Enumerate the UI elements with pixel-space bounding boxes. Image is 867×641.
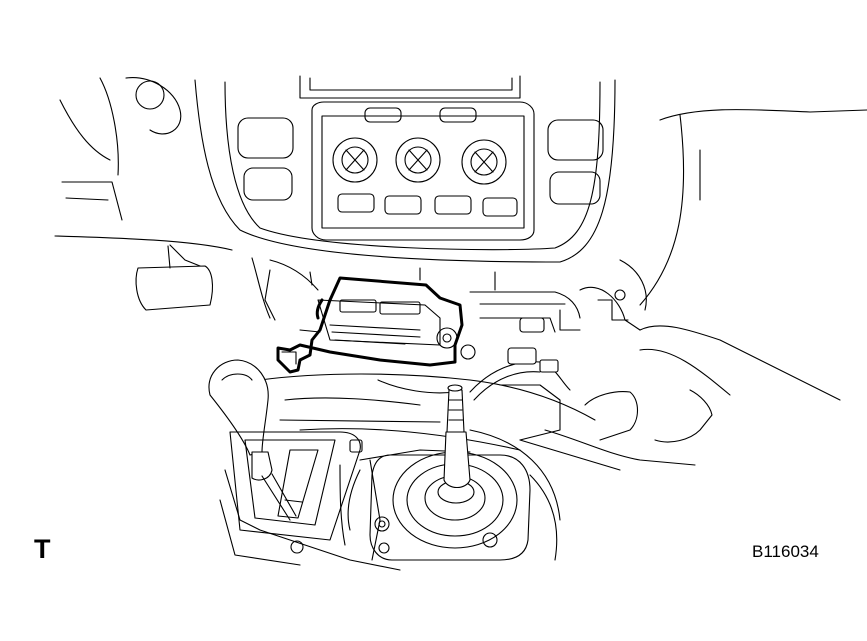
- figure-id-label: B116034: [752, 542, 819, 561]
- misc-details: [264, 259, 647, 321]
- highlighted-module: [276, 276, 476, 374]
- center-cluster: [194, 75, 616, 263]
- right-side: [469, 109, 867, 471]
- left-dashboard: [54, 77, 233, 311]
- view-direction-mark: T: [34, 534, 51, 564]
- gear-shift-lever: [208, 359, 363, 541]
- center-console: [219, 373, 596, 571]
- dashboard-switch-panel: [135, 265, 214, 311]
- hvac-knob-left: [332, 137, 378, 183]
- lower-opening: [251, 257, 581, 333]
- transfer-shift-rod: [446, 389, 465, 433]
- hvac-knob-center: [395, 137, 441, 183]
- hvac-knob-right: [461, 139, 507, 185]
- gear-shift-knob: [208, 359, 269, 456]
- transfer-shift-lever: [290, 384, 531, 561]
